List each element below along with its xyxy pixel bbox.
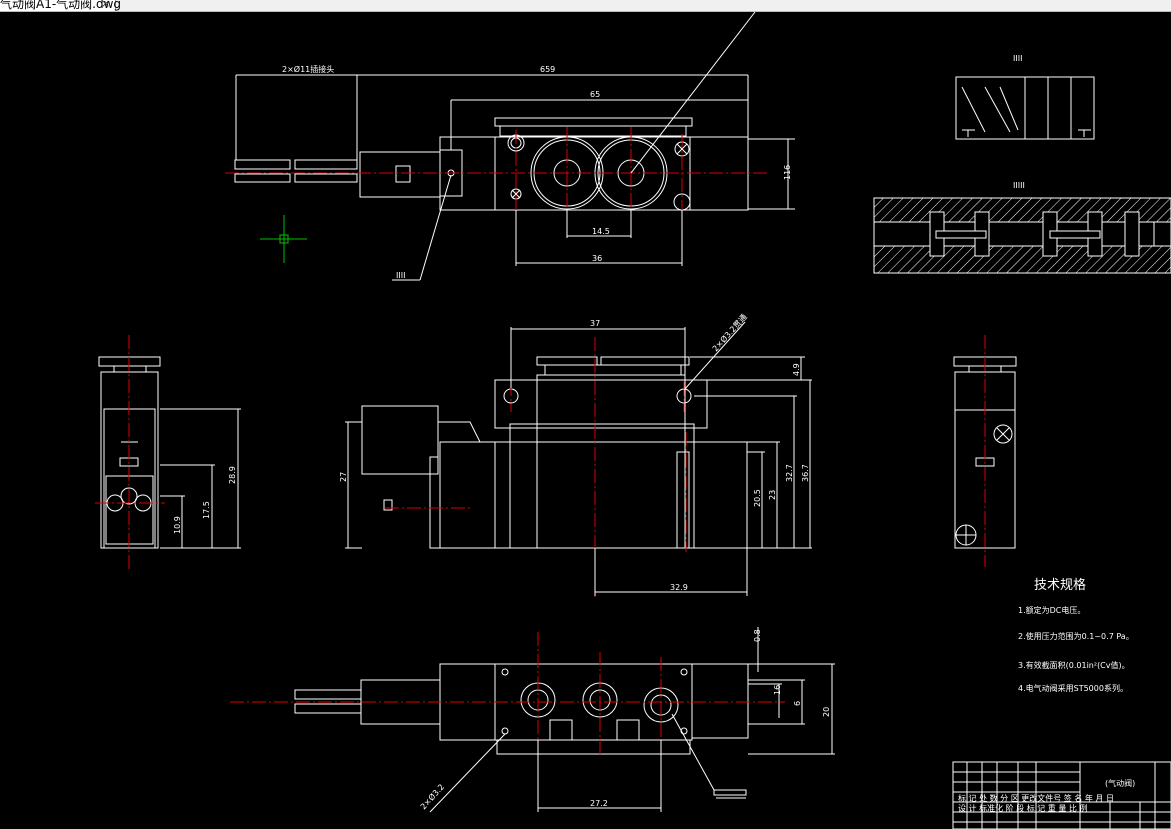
bottom-view: 27.2 2×Ø3.2 20 6 16 0.8 xyxy=(230,627,835,813)
front-view: 37 2×Ø3.2贯通 4.9 36.7 32.7 23 20.5 27 32.… xyxy=(339,312,812,597)
left-side-view: 28.9 17.5 10.9 xyxy=(95,335,241,572)
dim-front-bottom: 32.9 xyxy=(670,583,688,592)
dim-top-body: 65 xyxy=(590,90,600,99)
dim-bottom-pitch: 27.2 xyxy=(590,799,608,808)
dim-front-left: 27 xyxy=(339,472,348,482)
note-item: 1.额定为DC电压。 xyxy=(1018,605,1085,615)
valve-symbol: IIII xyxy=(955,54,1095,140)
symbol-label: IIII xyxy=(1013,54,1022,63)
dim-top-left: 2×Ø11插接头 xyxy=(282,64,334,74)
note-item: 4.电气动阀采用ST5000系列。 xyxy=(1018,683,1128,693)
dim-front-h3: 32.7 xyxy=(785,464,794,482)
title-block-row2: 设 计 标准化 阶 段 标 记 重 量 比 例 xyxy=(958,803,1087,813)
dim-top-height: 116 xyxy=(783,165,792,180)
section-label: IIIII xyxy=(1013,181,1025,190)
file-tab[interactable]: 气动阀A1-气动阀.dwg × xyxy=(0,0,121,11)
title-block: (气动阀) 标 记 处 数 分 区 更改文件号 签 名 年 月 日 设 计 标准… xyxy=(952,761,1171,829)
file-tab-title: 气动阀A1-气动阀.dwg xyxy=(0,0,122,11)
title-block-name: (气动阀) xyxy=(1105,778,1135,788)
technical-notes: 技术规格 1.额定为DC电压。 2.使用压力范围为0.1~0.7 Pa。 3.有… xyxy=(1018,577,1134,693)
dim-front-top: 4.9 xyxy=(792,363,801,376)
dim-bottom-b: 16 xyxy=(773,685,782,695)
dim-top-total: 659 xyxy=(540,65,555,74)
note-item: 2.使用压力范围为0.1~0.7 Pa。 xyxy=(1018,631,1134,641)
dim-bottom-a: 0.8 xyxy=(753,629,762,642)
right-side-view xyxy=(953,335,1017,567)
leader-label: IIII xyxy=(396,271,405,280)
dim-front-hole: 2×Ø3.2贯通 xyxy=(710,312,749,353)
dim-bottom-c: 6 xyxy=(793,701,802,706)
dim-side-h3: 28.9 xyxy=(228,466,237,484)
file-tab-bar: 气动阀A1-气动阀.dwg × xyxy=(0,0,1171,12)
dim-front-h2: 23 xyxy=(768,490,777,500)
dim-bottom-d: 20 xyxy=(822,707,831,717)
section-view: IIIII xyxy=(873,181,1171,274)
dim-front-h4: 36.7 xyxy=(801,464,810,482)
drawing-canvas[interactable]: 2×Ø11插接头 659 65 116 14.5 36 IIII IIII xyxy=(0,12,1171,829)
notes-title: 技术规格 xyxy=(1034,577,1086,593)
dim-front-width: 37 xyxy=(590,319,600,328)
top-view: 2×Ø11插接头 659 65 116 14.5 36 IIII xyxy=(225,12,795,281)
dim-bottom-hole: 2×Ø3.2 xyxy=(418,782,446,812)
dim-side-h2: 17.5 xyxy=(202,501,211,519)
close-icon[interactable]: × xyxy=(101,0,111,10)
note-item: 3.有效截面积(0.01in²(Cv值)。 xyxy=(1018,660,1130,670)
dim-front-h1: 20.5 xyxy=(753,489,762,507)
dim-top-ports: 36 xyxy=(592,254,602,263)
dim-top-inner: 14.5 xyxy=(592,227,610,236)
title-block-row1: 标 记 处 数 分 区 更改文件号 签 名 年 月 日 xyxy=(958,793,1114,803)
dim-side-h1: 10.9 xyxy=(173,516,182,534)
